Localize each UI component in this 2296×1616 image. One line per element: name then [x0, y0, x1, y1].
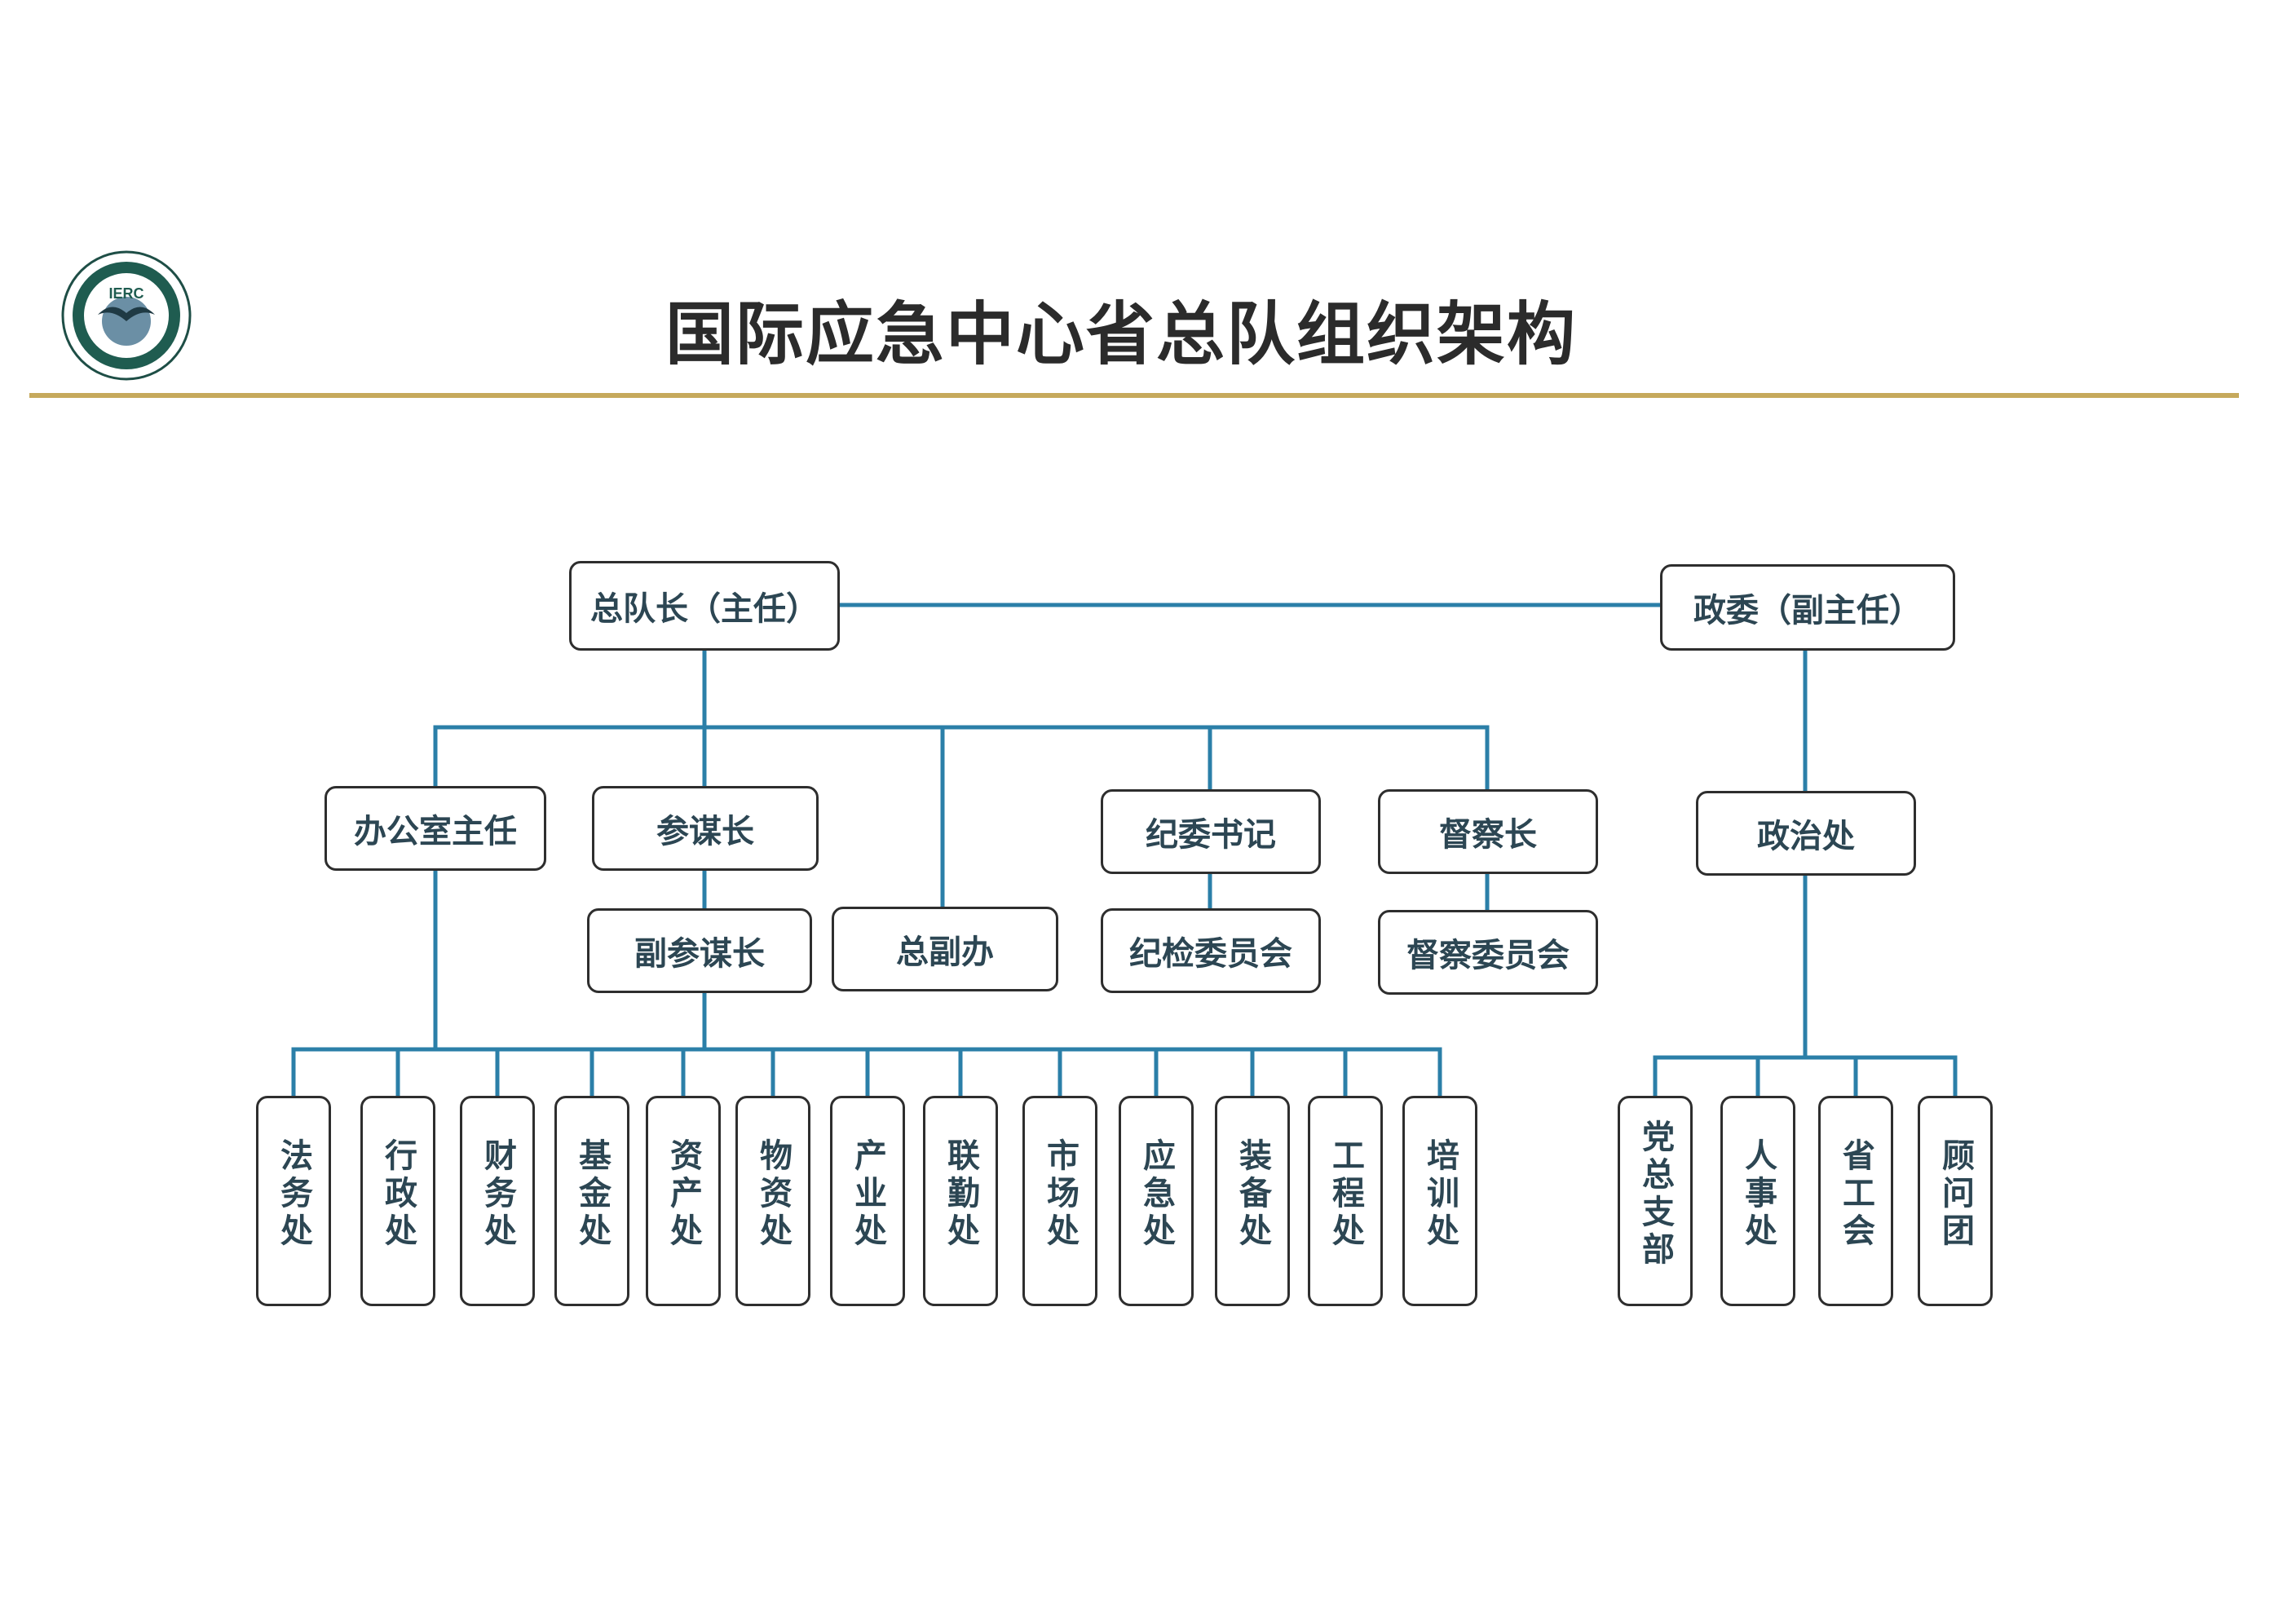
- department-label: 工程处: [1327, 1138, 1364, 1251]
- commissar-box: 政委（副主任）: [1660, 564, 1955, 651]
- department-box: 财务处: [460, 1096, 535, 1306]
- political-unit-label: 人事处: [1739, 1138, 1777, 1251]
- political-dept-box: 政治处: [1696, 791, 1916, 876]
- department-label: 培训处: [1421, 1138, 1459, 1251]
- discipline-secretary-box: 纪委书记: [1101, 789, 1321, 874]
- office-director-box: 办公室主任: [325, 786, 546, 871]
- header-divider: [29, 393, 2239, 398]
- political-unit-box: 党总支部: [1618, 1096, 1693, 1306]
- commander-box: 总队长（主任）: [569, 561, 840, 651]
- political-unit-label: 省工会: [1837, 1138, 1874, 1251]
- department-box: 资产处: [646, 1096, 721, 1306]
- department-box: 应急处: [1119, 1096, 1194, 1306]
- department-label: 基金处: [573, 1138, 611, 1251]
- department-label: 行政处: [379, 1138, 417, 1251]
- department-box: 产业处: [830, 1096, 905, 1306]
- department-label: 物资处: [754, 1138, 792, 1251]
- department-label: 应急处: [1137, 1138, 1175, 1251]
- general-deputy-office-box: 总副办: [832, 907, 1058, 991]
- department-label: 市场处: [1041, 1138, 1079, 1251]
- deputy-chief-of-staff-box: 副参谋长: [587, 908, 812, 993]
- department-label: 财务处: [479, 1138, 516, 1251]
- department-box: 培训处: [1402, 1096, 1477, 1306]
- department-box: 联勤处: [923, 1096, 998, 1306]
- political-unit-label: 党总支部: [1636, 1119, 1674, 1269]
- inspector-chief-box: 督察长: [1378, 789, 1598, 874]
- department-box: 法务处: [256, 1096, 331, 1306]
- department-box: 装备处: [1215, 1096, 1290, 1306]
- discipline-committee-box: 纪检委员会: [1101, 908, 1321, 993]
- department-box: 物资处: [735, 1096, 810, 1306]
- page-title: 国际应急中心省总队组织架构: [665, 294, 1577, 374]
- eagle-emblem-icon: IERC: [61, 250, 192, 381]
- logo-text: IERC: [108, 285, 144, 302]
- chief-of-staff-box: 参谋长: [592, 786, 819, 871]
- political-unit-box: 人事处: [1720, 1096, 1795, 1306]
- department-label: 产业处: [849, 1138, 886, 1251]
- department-box: 基金处: [554, 1096, 629, 1306]
- department-label: 装备处: [1234, 1138, 1271, 1251]
- department-label: 法务处: [275, 1138, 312, 1251]
- political-unit-label: 顾问团: [1936, 1138, 1974, 1251]
- political-unit-box: 顾问团: [1918, 1096, 1993, 1306]
- department-box: 行政处: [360, 1096, 435, 1306]
- department-label: 资产处: [665, 1138, 702, 1251]
- inspection-committee-box: 督察委员会: [1378, 910, 1598, 995]
- department-box: 工程处: [1308, 1096, 1383, 1306]
- department-box: 市场处: [1022, 1096, 1097, 1306]
- department-label: 联勤处: [942, 1138, 979, 1251]
- logo: IERC: [60, 249, 192, 382]
- political-unit-box: 省工会: [1818, 1096, 1893, 1306]
